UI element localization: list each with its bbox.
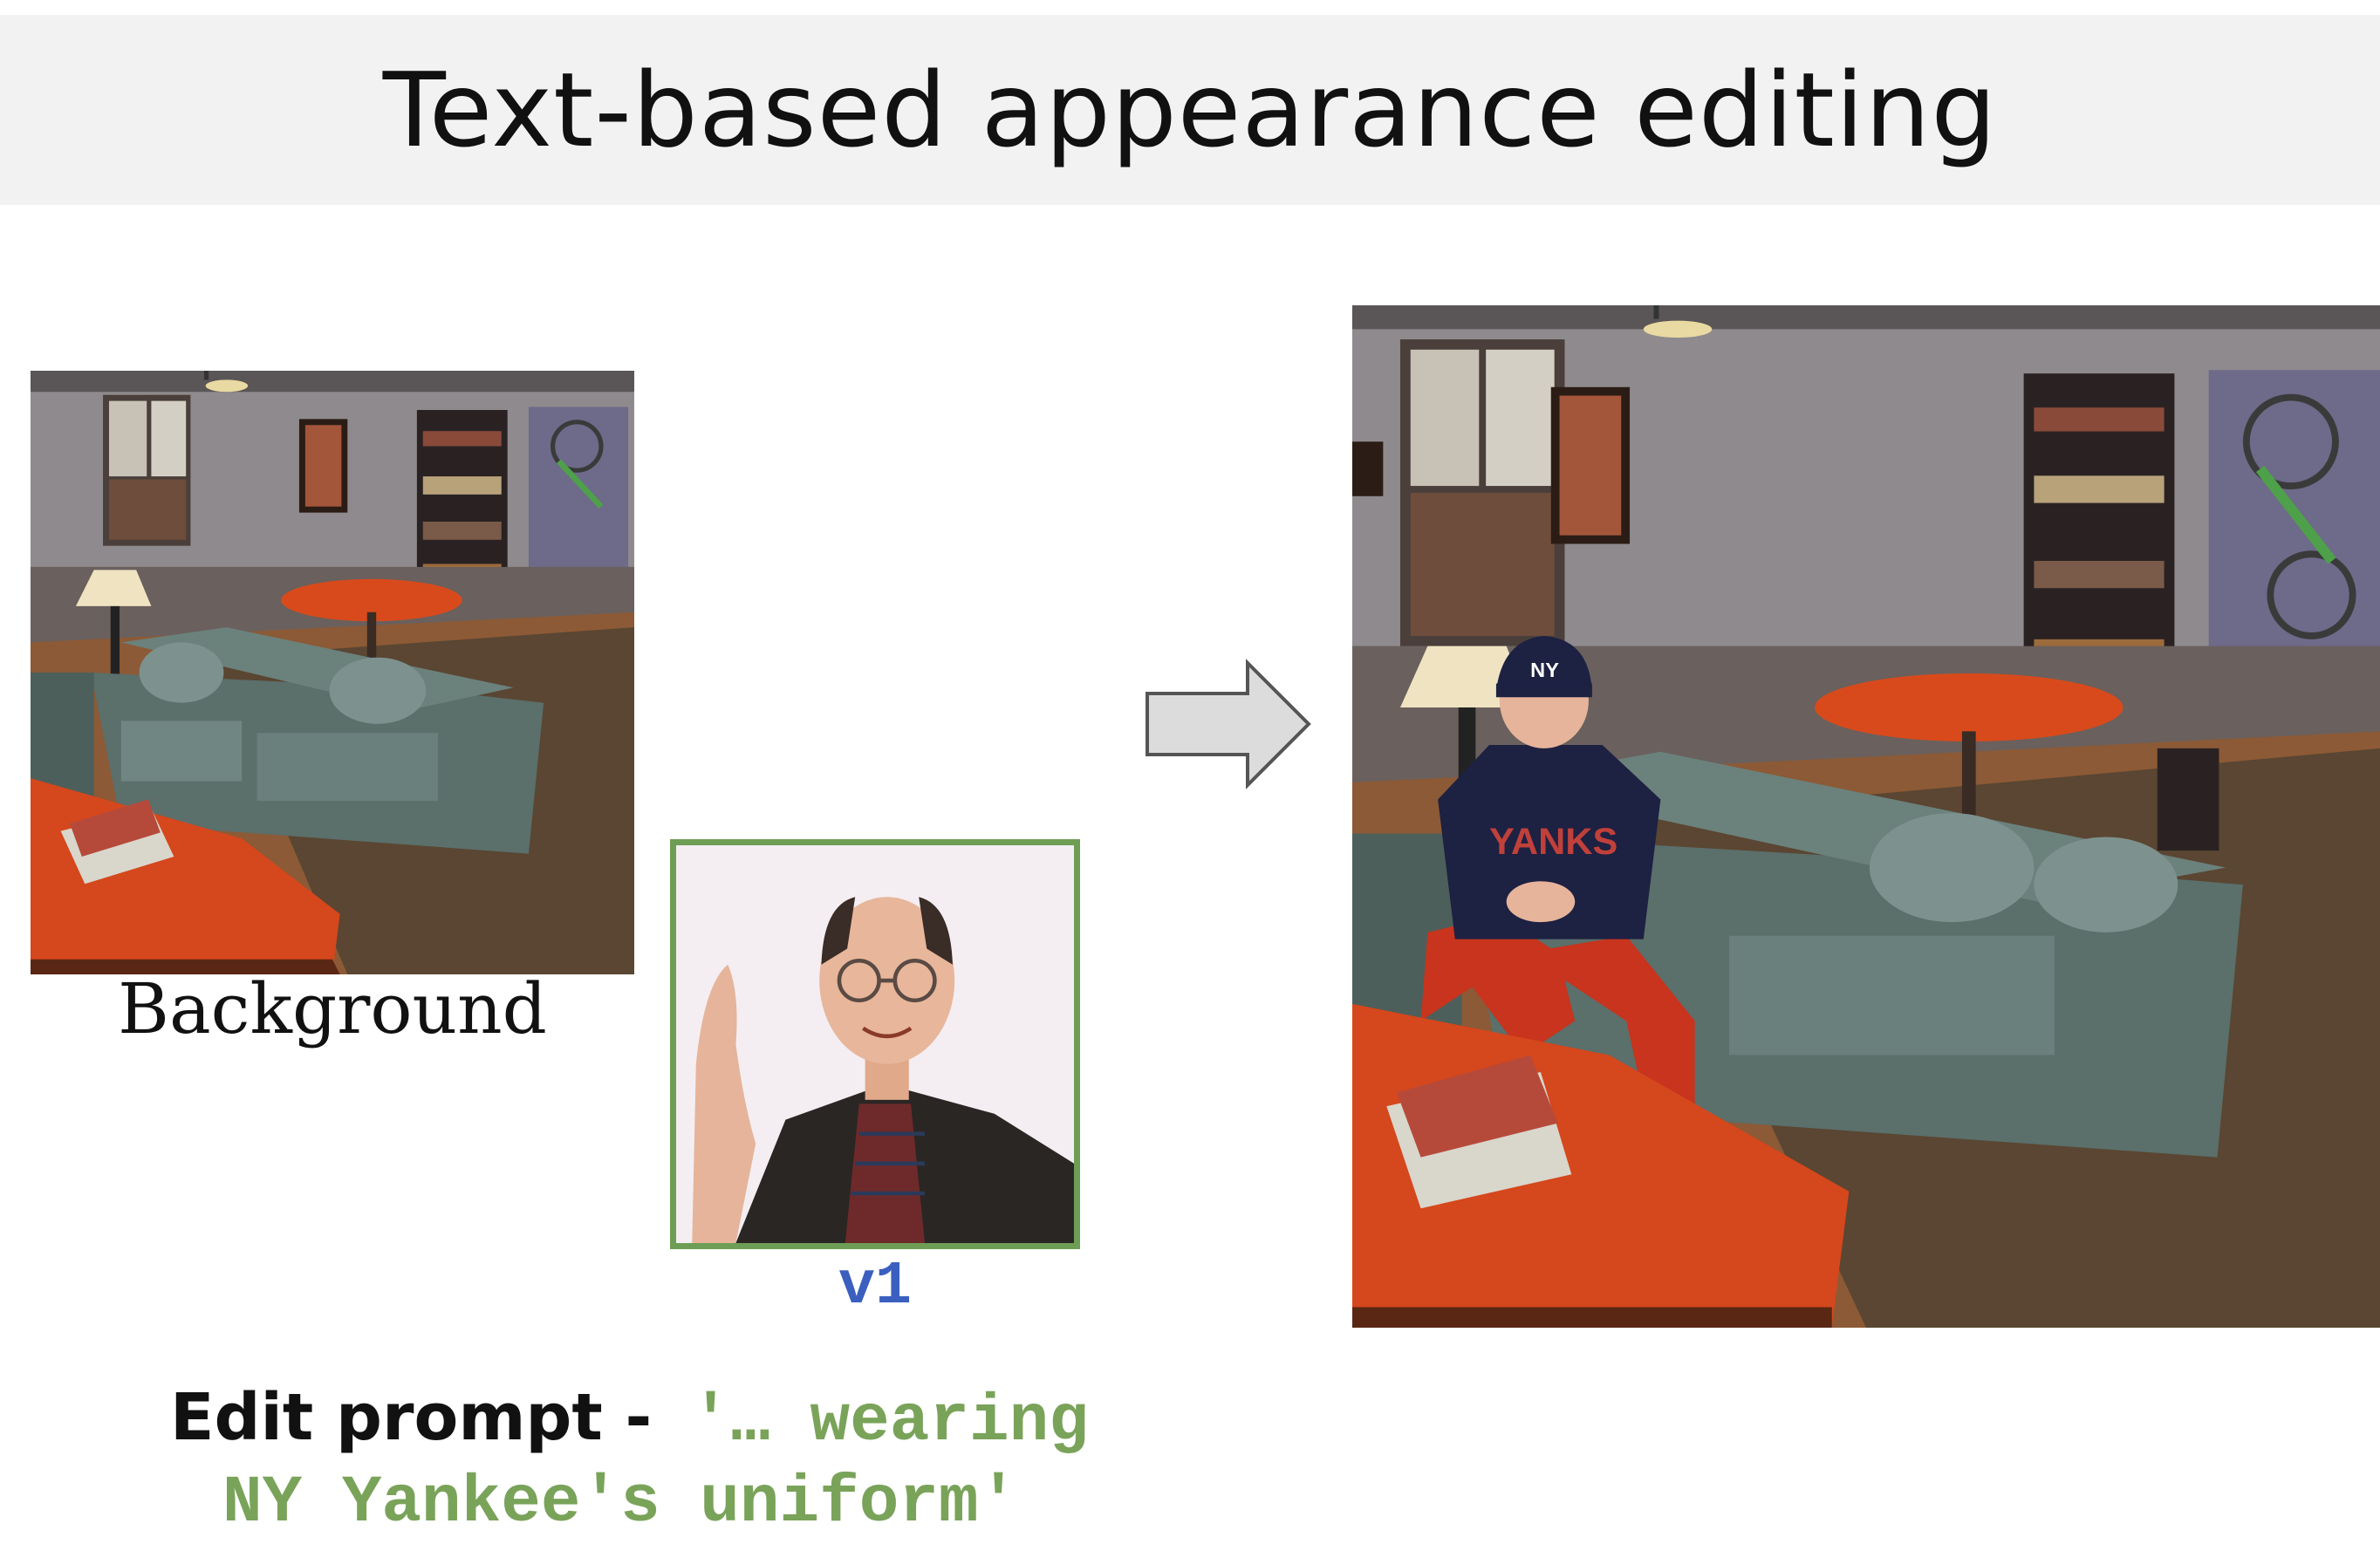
- right-arrow-icon: [1146, 659, 1311, 789]
- edit-prompt-prefix: Edit prompt -: [170, 1380, 653, 1455]
- title-banner: Text-based appearance editing: [0, 15, 2380, 205]
- background-image: [31, 371, 634, 974]
- edit-prompt-line2: NY Yankee's uniform': [222, 1466, 1018, 1541]
- identity-image: [670, 839, 1080, 1249]
- background-label: Background: [118, 968, 547, 1049]
- identity-label: v1: [838, 1253, 912, 1322]
- svg-text:YANKS: YANKS: [1489, 821, 1617, 863]
- edit-prompt-line1: Edit prompt - '… wearing: [170, 1380, 1089, 1459]
- result-image: YANKS NY: [1352, 305, 2380, 1328]
- svg-text:NY: NY: [1530, 659, 1559, 681]
- edit-prompt-text-1: '… wearing: [690, 1384, 1089, 1459]
- page-title: Text-based appearance editing: [382, 50, 1998, 170]
- edit-prompt-text-2: NY Yankee's uniform': [222, 1466, 1019, 1541]
